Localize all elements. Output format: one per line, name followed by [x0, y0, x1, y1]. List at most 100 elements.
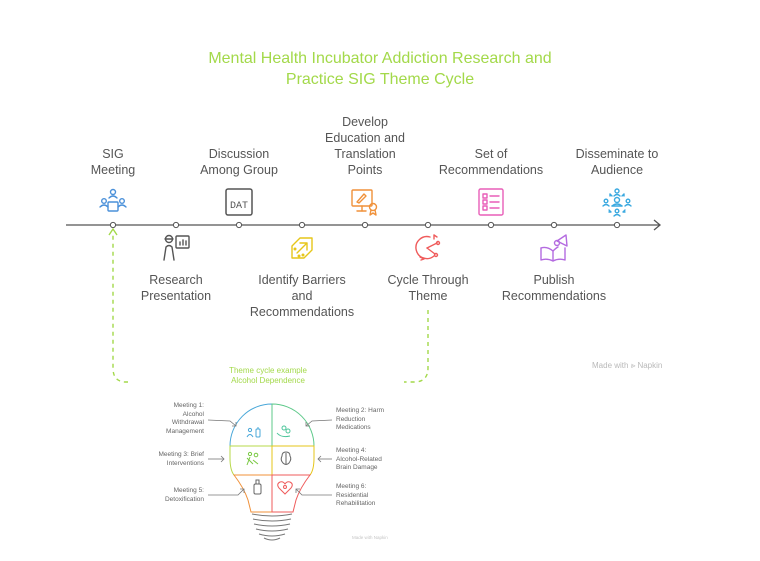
bulb-base: [251, 513, 293, 541]
timeline-node: [172, 221, 180, 229]
timeline-node: [550, 221, 558, 229]
bulb-segment-3: [229, 445, 273, 476]
timeline-node: [235, 221, 243, 229]
step-label-line: Recommendations: [438, 163, 544, 177]
step-label-line: Discussion: [208, 147, 270, 161]
step-label-line: Research: [149, 273, 203, 287]
arrow-tag-icon: [286, 232, 318, 264]
meeting-label: Meeting 5:Detoxification: [100, 487, 204, 504]
step-label-line: Cycle Through: [387, 273, 469, 287]
meeting-label-line: Meeting 1:: [173, 402, 204, 409]
step-label-line: Theme: [408, 289, 448, 303]
timeline-node: [613, 221, 621, 229]
bulb-segment-6: [271, 474, 312, 513]
brain-icon: [280, 451, 292, 465]
meeting-label-line: Reduction: [336, 415, 366, 423]
meeting-label-line: Interventions: [166, 459, 204, 467]
running-person-icon: [246, 451, 259, 466]
timeline-node: [424, 221, 432, 229]
timeline-node: [298, 221, 306, 229]
meeting-label-line: Withdrawal: [171, 419, 204, 426]
book-megaphone-icon: [538, 232, 570, 264]
step-label-line: SIG: [102, 147, 124, 161]
audience-network-icon: [601, 186, 633, 218]
theme-cycle-note-line-1: Theme cycle example: [229, 366, 307, 375]
presenter-chart-icon: [160, 232, 192, 264]
meeting-label-line: Medications: [336, 424, 371, 431]
step-label-line: Recommendations: [249, 305, 355, 319]
loop-dashed-right: [404, 310, 429, 383]
meeting-label-line: Rehabilitation: [336, 500, 376, 507]
theme-cycle-note: Theme cycle example Alcohol Dependence: [198, 366, 338, 386]
meeting-label-line: Meeting 4:: [336, 447, 367, 454]
step-label-line: Set of: [474, 147, 508, 161]
meeting-label-line: Meeting 2: Harm: [336, 407, 385, 414]
step-label-line: Meeting: [90, 163, 136, 177]
step-label-line: Disseminate to: [575, 147, 659, 161]
diagram-title: Mental Health Incubator Addiction Resear…: [0, 48, 760, 90]
bulb-segment-4: [271, 445, 315, 476]
timeline-arrowhead: [653, 219, 662, 231]
heart-home-icon: [277, 481, 293, 495]
step-label-line: Points: [347, 163, 383, 177]
step-label-line: Translation: [334, 147, 396, 161]
step-label-line: Develop: [342, 115, 388, 129]
meeting-label-line: Alcohol: [182, 410, 204, 418]
step-label: Disseminate to Audience: [547, 146, 687, 178]
step-label-line: Audience: [590, 163, 644, 177]
theme-cycle-note-line-2: Alcohol Dependence: [231, 376, 305, 385]
step-label-line: and: [291, 289, 313, 303]
meeting-label-line: Management: [166, 427, 204, 435]
meeting-label-line: Meeting 6:: [336, 483, 367, 490]
napkin-watermark-small: Made with Napkin: [352, 535, 388, 540]
timeline-node: [361, 221, 369, 229]
step-label-line: Publish: [533, 273, 575, 287]
hand-pills-icon: [276, 425, 291, 438]
people-bottle-icon: [246, 427, 261, 438]
watermark-brand: Napkin: [637, 361, 663, 370]
step-label: SIG Meeting: [43, 146, 183, 178]
checklist-icon: [475, 186, 507, 218]
timeline-node: [487, 221, 495, 229]
loop-dashed-left: [112, 232, 128, 383]
title-line-2: Practice SIG Theme Cycle: [285, 71, 475, 88]
step-label-line: Education and: [325, 131, 405, 145]
step-label-line: Among Group: [200, 163, 278, 177]
certificate-monitor-icon: [349, 186, 381, 218]
meeting-connectors: [207, 419, 333, 496]
step-label: Set of Recommendations: [421, 146, 561, 178]
bulb-segment-5: [232, 474, 273, 513]
timeline-nodes: [109, 221, 621, 229]
title-line-1: Mental Health Incubator Addiction Resear…: [208, 50, 552, 67]
meeting-label-line: Residential: [336, 491, 369, 499]
napkin-logo-icon: ⪢: [630, 361, 636, 370]
bottle-icon: [253, 479, 262, 495]
step-label-line: Identify Barriers: [258, 273, 346, 287]
meeting-label-line: Brain Damage: [336, 464, 378, 471]
meeting-group-icon: [97, 186, 129, 218]
timeline-node: [109, 221, 117, 229]
data-board-icon: DAT: [223, 186, 255, 218]
meeting-label-line: Detoxification: [164, 495, 204, 503]
cycle-icon: [412, 232, 444, 264]
meeting-label-line: Meeting 3: Brief: [158, 451, 204, 458]
svg-text:DAT: DAT: [230, 201, 248, 212]
step-label-line: Presentation: [140, 289, 212, 303]
napkin-watermark: Made with ⪢ Napkin: [592, 361, 662, 371]
step-label-line: Recommendations: [501, 289, 607, 303]
loop-arrowhead: [108, 227, 118, 236]
meeting-label-line: Alcohol-Related: [336, 455, 382, 463]
